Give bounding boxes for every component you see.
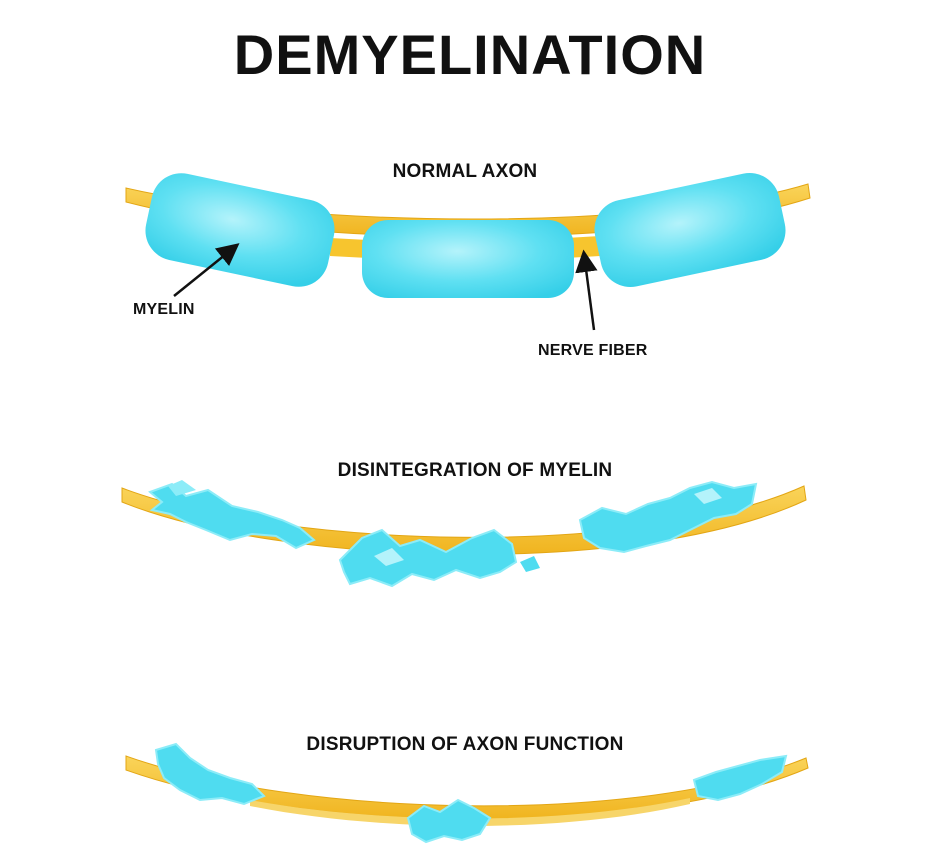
- myelin-fragment-7: [520, 556, 540, 572]
- myelin-remnant-3: [692, 754, 788, 802]
- myelin-fragment-3: [338, 528, 518, 588]
- myelin-sheath-2: [362, 220, 574, 298]
- arrow-nerve-fiber: [575, 249, 598, 331]
- label-myelin: MYELIN: [133, 301, 195, 318]
- myelin-sheath-3: [594, 172, 786, 288]
- myelin-remnant-2: [406, 798, 492, 844]
- section-title-disintegration: DISINTEGRATION OF MYELIN: [337, 460, 613, 481]
- arrow-myelin: [173, 243, 240, 297]
- myelin-fragment-6: [694, 488, 722, 504]
- label-nerve-fiber: NERVE FIBER: [538, 342, 648, 359]
- myelin-fragment-4: [374, 548, 404, 566]
- myelin-remnant-1: [154, 742, 266, 806]
- diagram-title: DEMYELINATION: [233, 23, 707, 86]
- myelin-fragment-1: [148, 482, 316, 550]
- nerve-fiber-gap-1: [330, 238, 368, 258]
- myelin-fragment-2: [168, 480, 196, 496]
- disrupted-axon: [125, 742, 809, 844]
- disintegrating-axon: [121, 480, 807, 588]
- section-title-disruption: DISRUPTION OF AXON FUNCTION: [306, 734, 624, 755]
- myelin-sheath-1: [145, 173, 335, 287]
- section-title-normal-axon: NORMAL AXON: [392, 161, 538, 182]
- normal-axon: [125, 172, 811, 331]
- nerve-fiber-thin-segment: [250, 798, 690, 826]
